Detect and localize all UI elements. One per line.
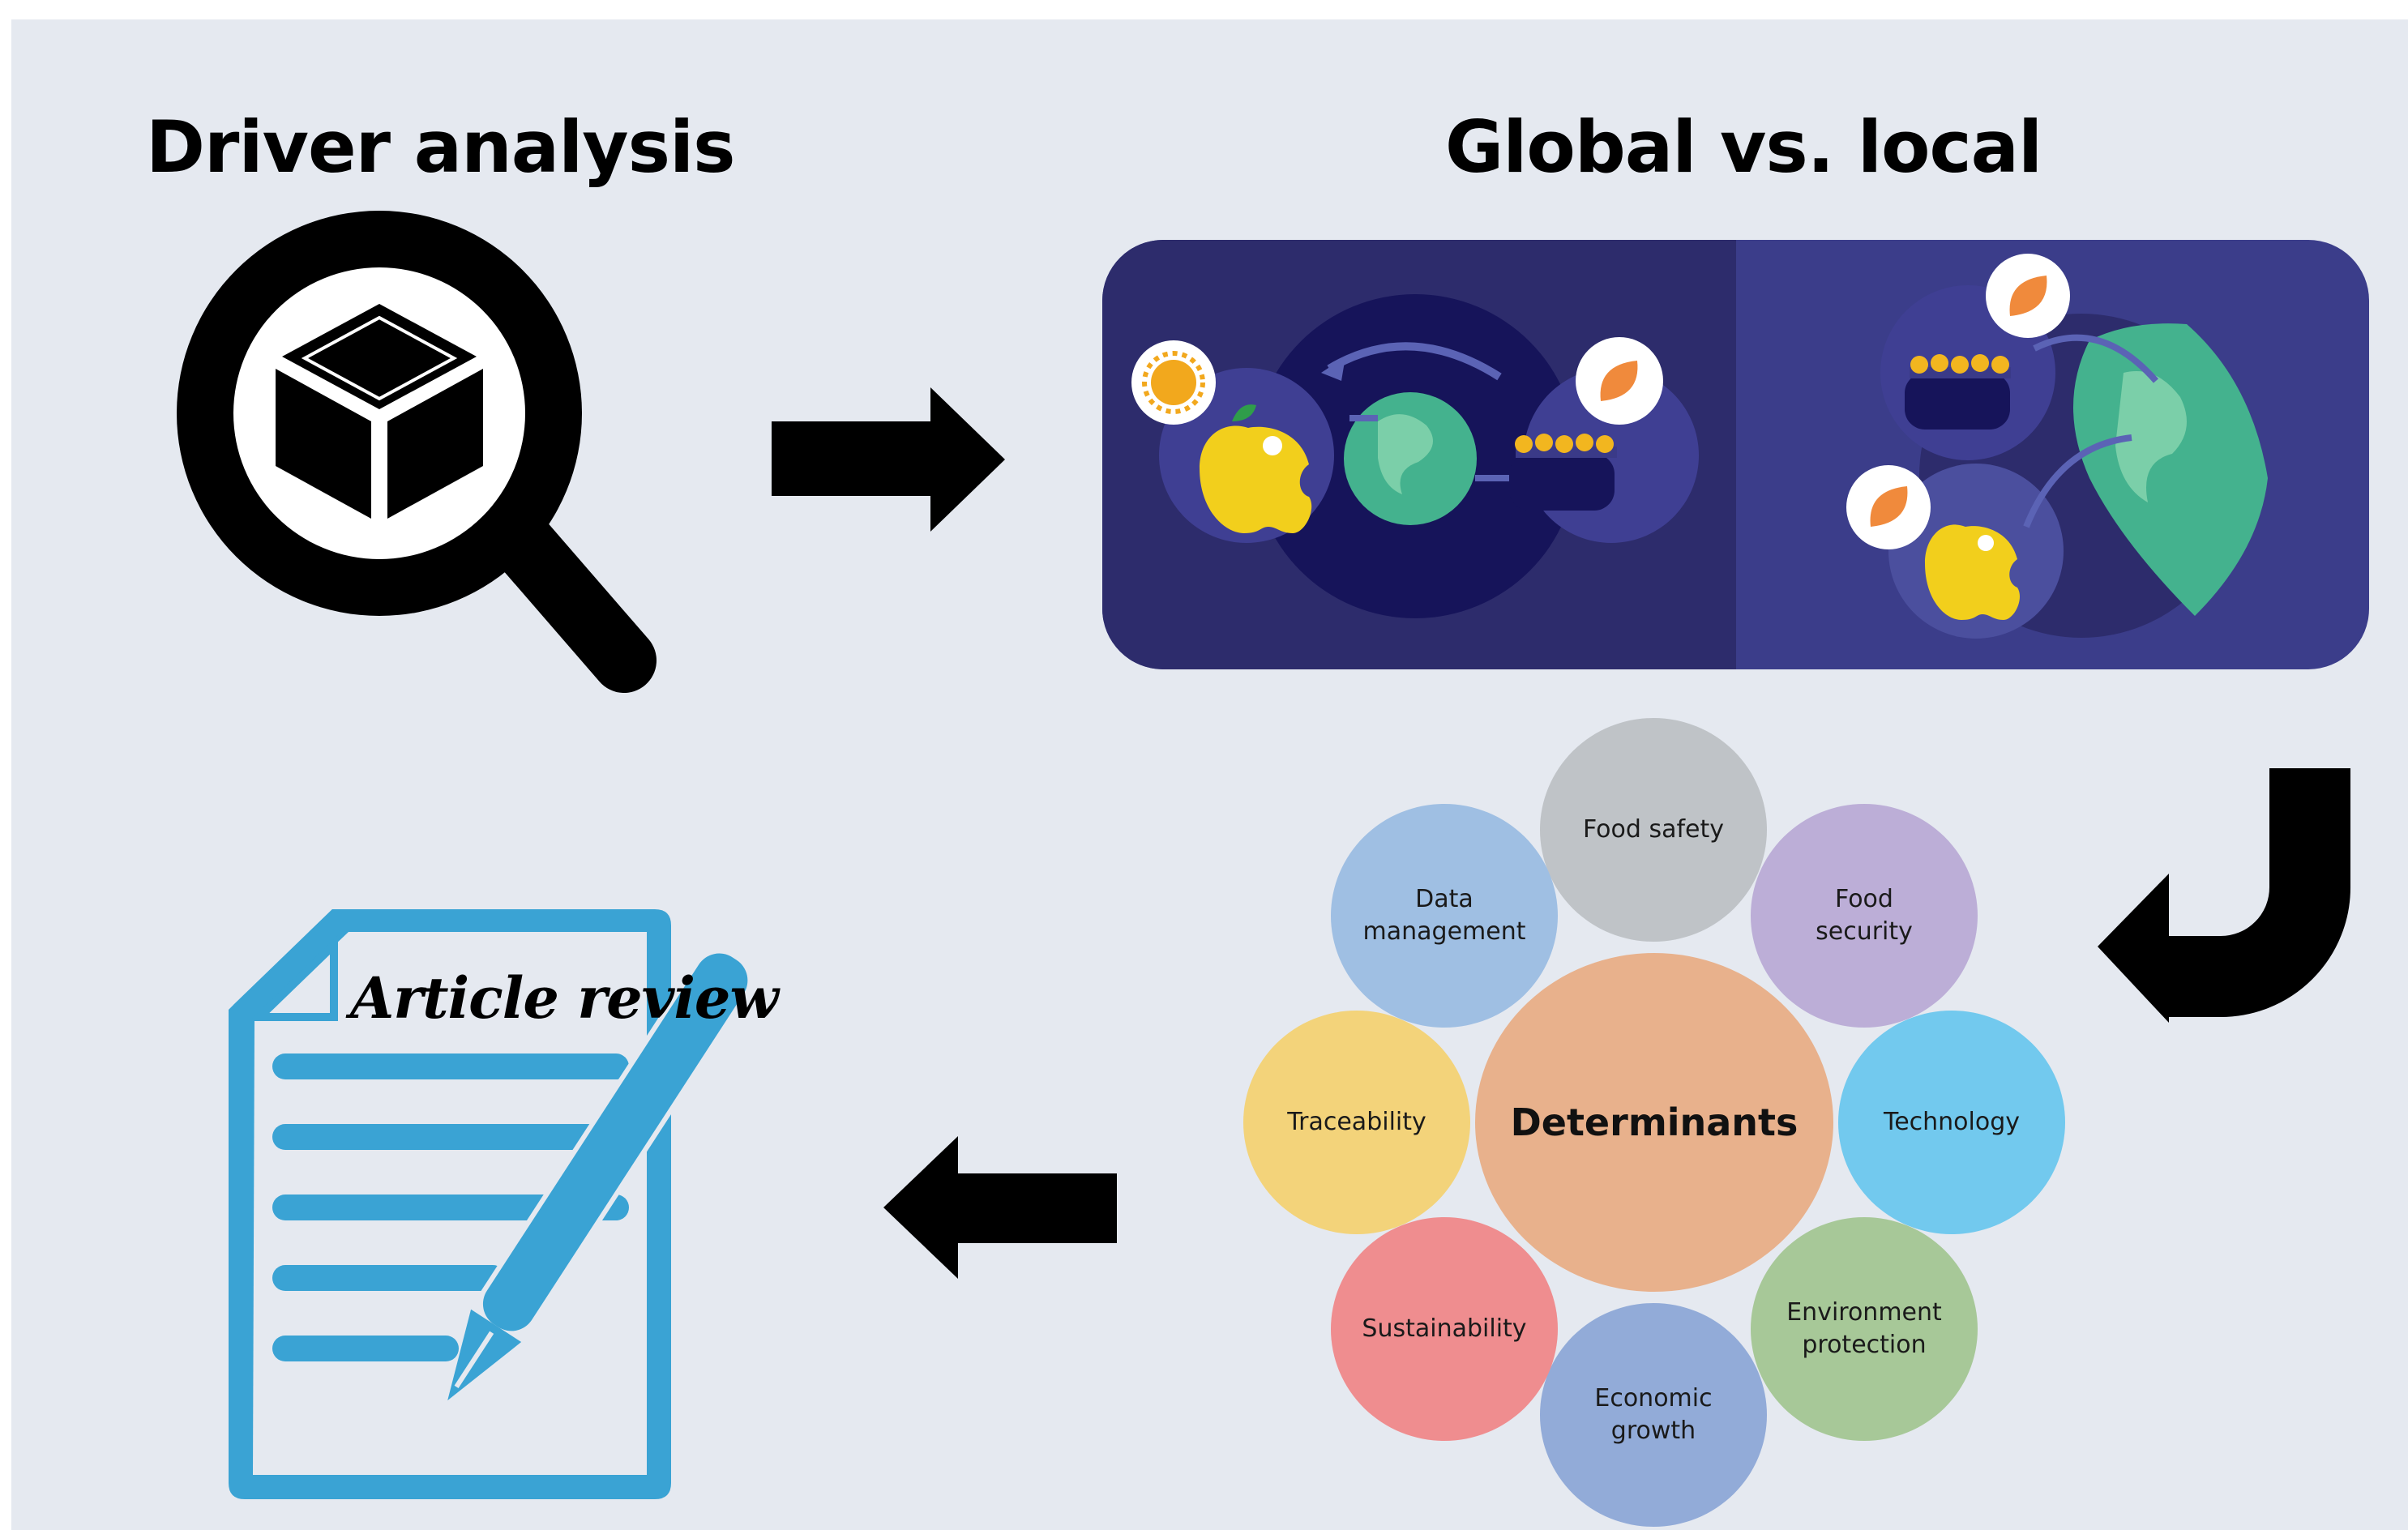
global-vs-local-heading: Global vs. local xyxy=(1445,105,2042,189)
determinants-center-bubble: Determinants xyxy=(1475,953,1833,1292)
food-safety-bubble: Food safety xyxy=(1540,718,1767,942)
technology-bubble: Technology xyxy=(1838,1011,2065,1234)
food-security-bubble: Food security xyxy=(1751,804,1978,1028)
arrow-right-icon xyxy=(772,387,1005,532)
document-pencil-icon xyxy=(229,909,755,1499)
data-management-bubble: Data management xyxy=(1331,804,1558,1028)
economic-growth-bubble: Economic growth xyxy=(1540,1303,1767,1527)
sustainability-bubble: Sustainability xyxy=(1331,1217,1558,1441)
traceability-bubble: Traceability xyxy=(1243,1011,1470,1234)
driver-analysis-heading: Driver analysis xyxy=(146,105,736,189)
environment-protection-bubble: Environment protection xyxy=(1751,1217,1978,1441)
global-local-food-illustration xyxy=(1102,240,2369,669)
curved-arrow-icon xyxy=(2098,768,2350,1023)
arrow-left-icon xyxy=(883,1136,1117,1279)
magnifier-cube-icon xyxy=(177,211,657,693)
article-review-label: Article review xyxy=(350,964,779,1032)
